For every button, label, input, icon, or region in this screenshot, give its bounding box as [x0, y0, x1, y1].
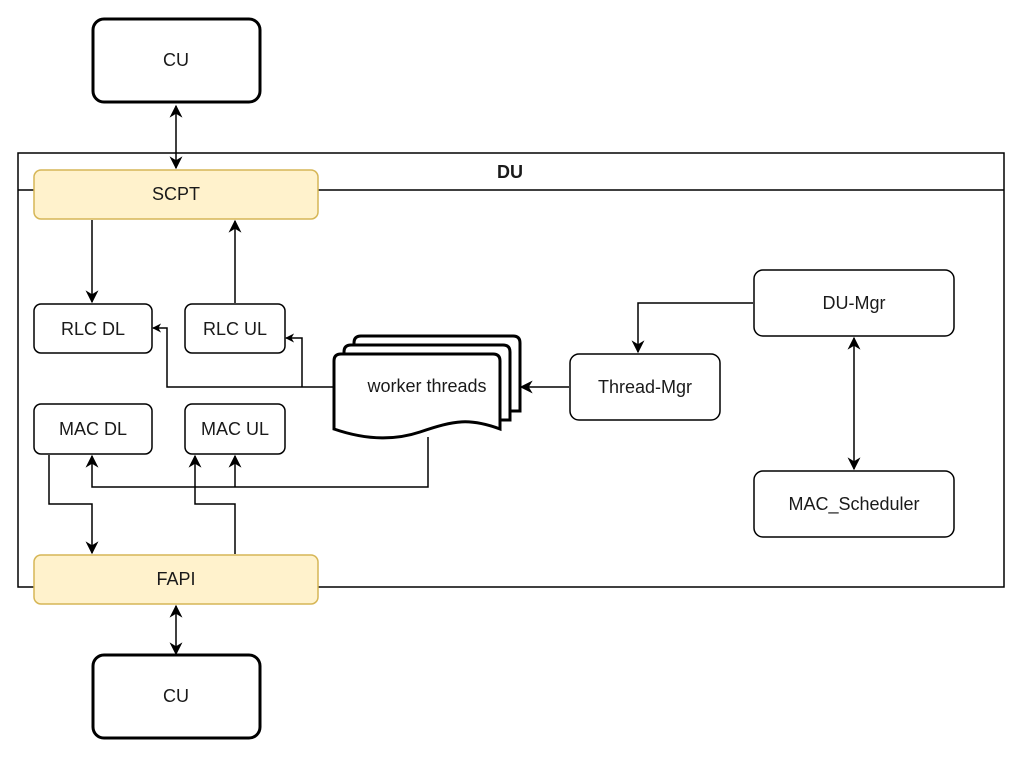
edge-worker-mac-dl[interactable]: [85, 437, 429, 488]
node-mac-dl[interactable]: MAC DL: [33, 403, 153, 455]
node-du-mgr-label: DU-Mgr: [823, 293, 886, 313]
node-scpt-label: SCPT: [152, 184, 200, 204]
node-du-mgr[interactable]: DU-Mgr: [753, 269, 955, 337]
node-fapi-label: FAPI: [156, 569, 195, 589]
edge-du-mgr-thread-mgr[interactable]: [631, 302, 753, 354]
edges: [48, 104, 861, 656]
edge-worker-rlc-dl[interactable]: [152, 323, 334, 388]
node-cu-bottom[interactable]: CU: [91, 653, 262, 740]
node-mac-ul[interactable]: MAC UL: [184, 403, 286, 455]
node-rlc-ul-label: RLC UL: [203, 319, 267, 339]
edge-worker-rlc-ul[interactable]: [285, 333, 303, 387]
node-rlc-ul[interactable]: RLC UL: [184, 303, 286, 354]
node-thread-mgr-label: Thread-Mgr: [598, 377, 692, 397]
node-worker-threads-label: worker threads: [366, 376, 486, 396]
node-scpt[interactable]: SCPT: [33, 169, 319, 220]
node-fapi[interactable]: FAPI: [33, 554, 319, 605]
worker-threads-front-page: [332, 352, 502, 440]
node-mac-ul-label: MAC UL: [201, 419, 269, 439]
node-rlc-dl-label: RLC DL: [61, 319, 125, 339]
node-thread-mgr[interactable]: Thread-Mgr: [569, 353, 721, 421]
node-mac-scheduler[interactable]: MAC_Scheduler: [753, 470, 955, 538]
node-mac-scheduler-label: MAC_Scheduler: [788, 494, 919, 515]
node-cu-top[interactable]: CU: [91, 17, 262, 104]
du-container-title: DU: [497, 162, 523, 182]
node-worker-threads[interactable]: worker threads: [332, 334, 522, 440]
node-mac-dl-label: MAC DL: [59, 419, 127, 439]
node-cu-top-label: CU: [163, 50, 189, 70]
node-cu-bottom-label: CU: [163, 686, 189, 706]
node-rlc-dl[interactable]: RLC DL: [33, 303, 153, 354]
edge-mac-dl-fapi[interactable]: [48, 455, 99, 555]
edge-fapi-mac-ul[interactable]: [188, 454, 236, 554]
